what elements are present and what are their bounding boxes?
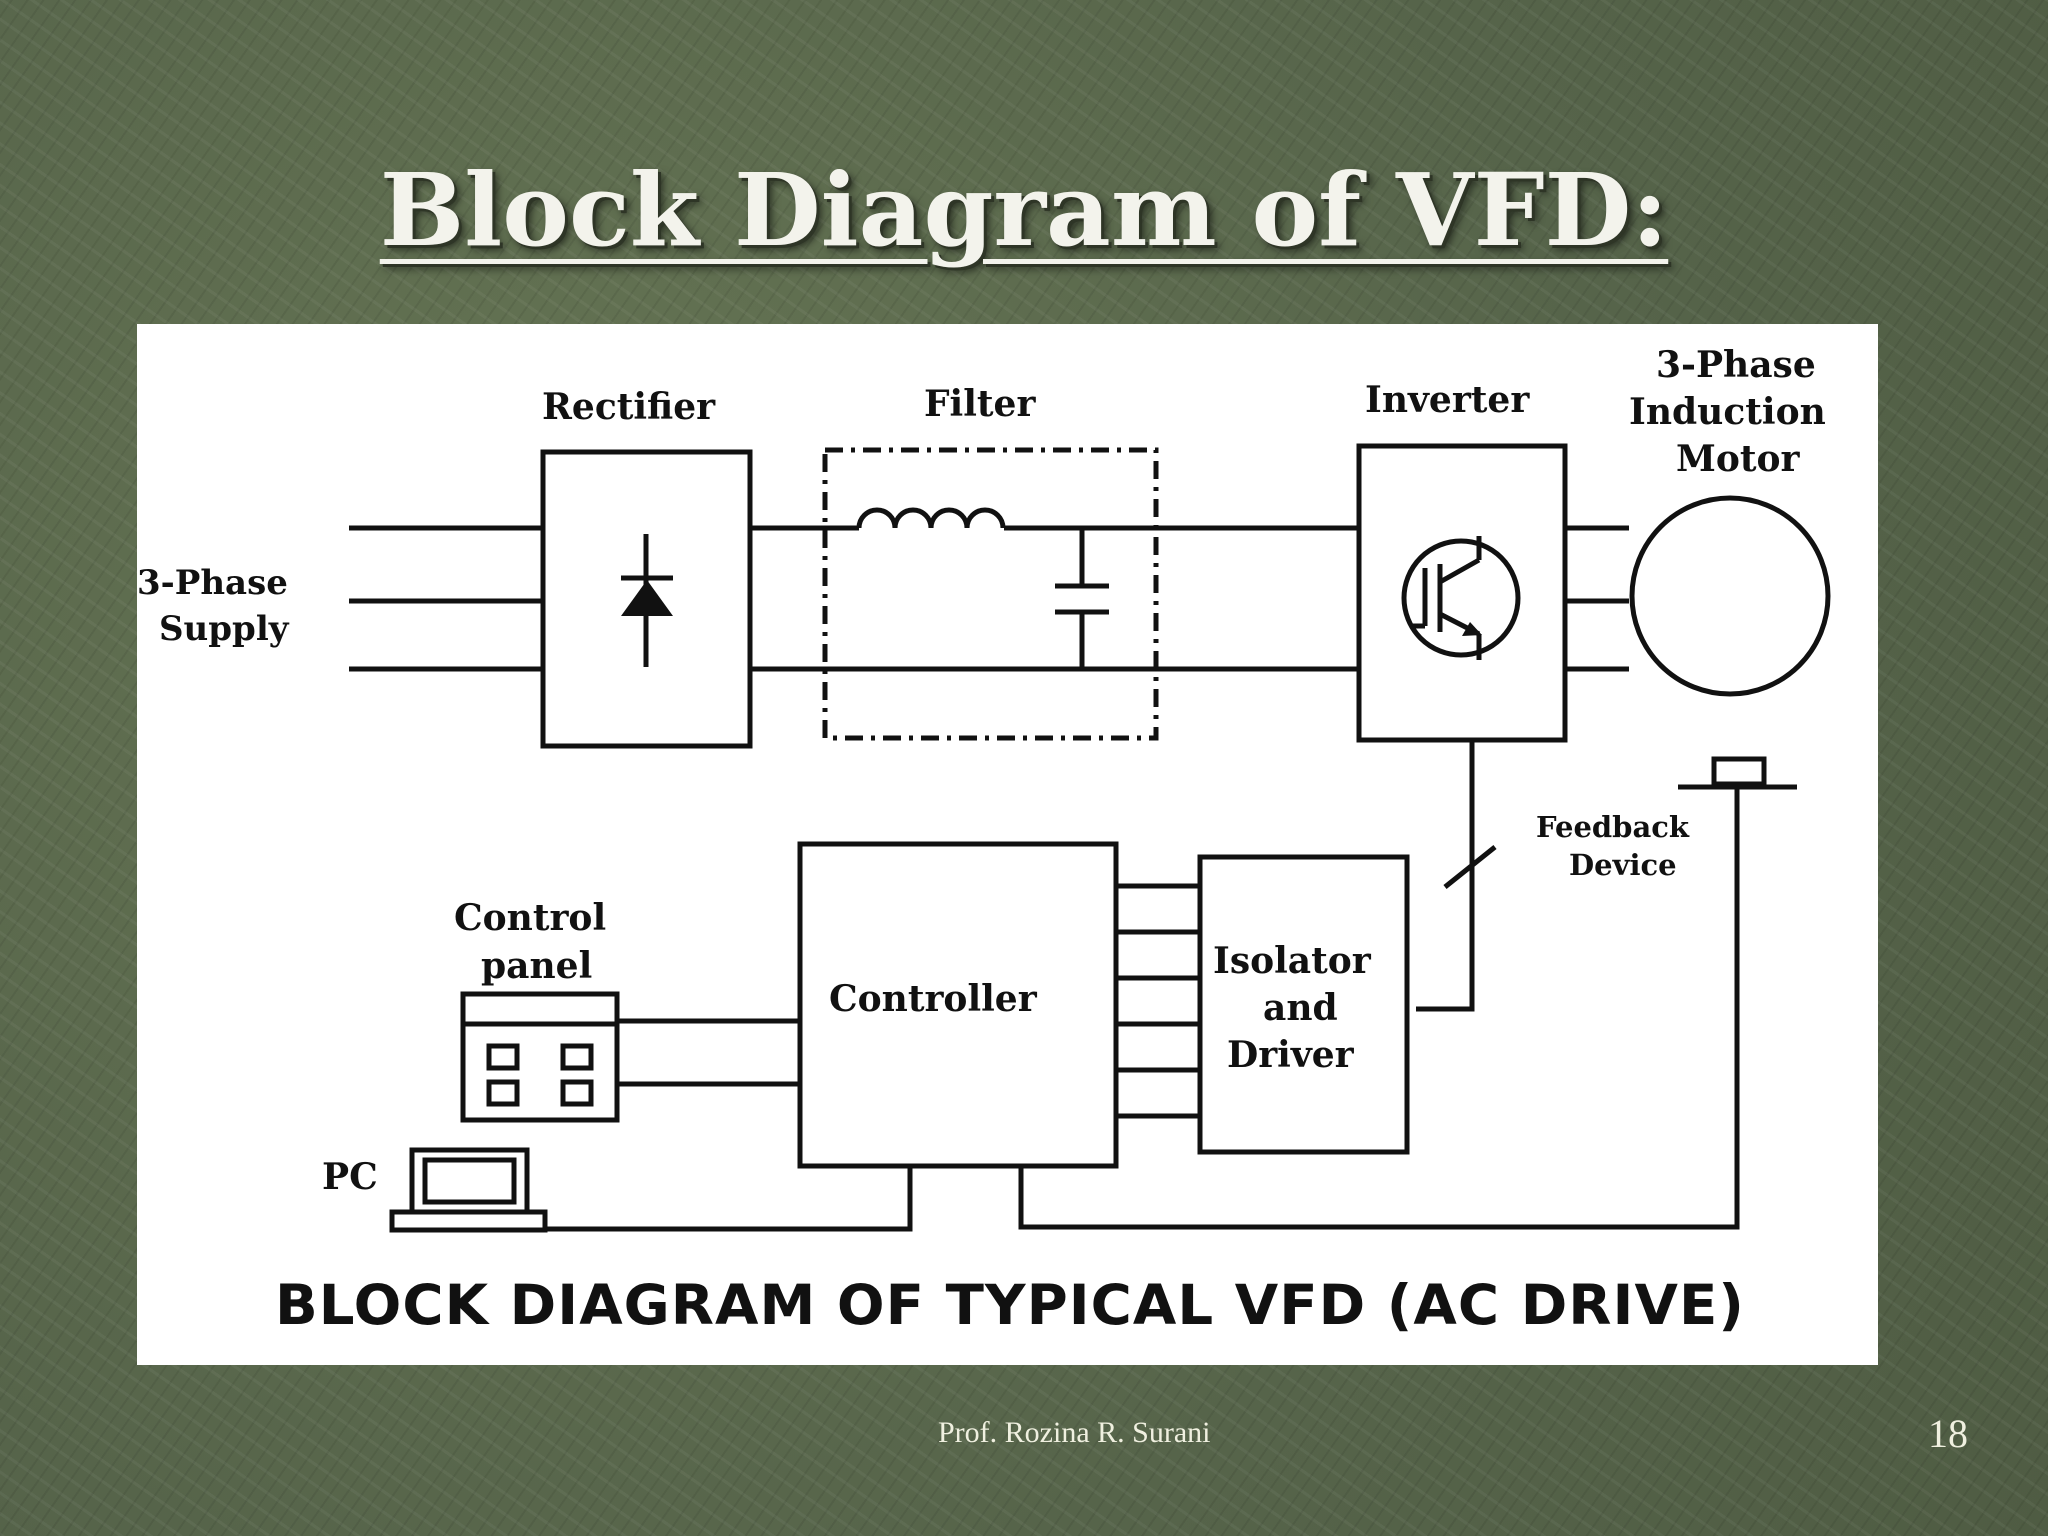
slide-title-text: Block Diagram of VFD: bbox=[379, 151, 1669, 269]
motor-lines bbox=[1565, 525, 1629, 672]
gate-drive-line bbox=[1416, 740, 1475, 1012]
control-panel-label-line2: panel bbox=[481, 945, 592, 987]
filter-label: Filter bbox=[924, 383, 1036, 425]
slide-title: Block Diagram of VFD: bbox=[0, 160, 2048, 260]
control-panel-label-line1: Control bbox=[454, 897, 606, 939]
igbt-icon bbox=[1401, 536, 1521, 660]
filter-block bbox=[822, 447, 1159, 741]
pc-label: PC bbox=[322, 1156, 378, 1198]
supply-label-line2: Supply bbox=[159, 609, 290, 649]
feedback-label-line2: Device bbox=[1569, 848, 1677, 882]
supply-lines bbox=[349, 525, 543, 672]
rectifier-block bbox=[540, 449, 753, 749]
motor-label-line1: 3-Phase bbox=[1656, 344, 1816, 386]
pc-icon bbox=[389, 1147, 548, 1233]
isolator-label-line3: Driver bbox=[1227, 1034, 1355, 1076]
supply-label-line1: 3-Phase bbox=[137, 563, 288, 603]
bus-slash bbox=[1443, 845, 1497, 889]
diode-icon bbox=[621, 534, 673, 667]
feedback-label-line1: Feedback bbox=[1536, 810, 1690, 844]
inductor-icon bbox=[856, 507, 1006, 529]
motor-label-line3: Motor bbox=[1676, 438, 1801, 480]
isolator-label-line1: Isolator bbox=[1213, 940, 1372, 982]
isolator-driver-block bbox=[1197, 854, 1410, 1155]
vfd-block-diagram: 3-Phase Supply Rectifier Filter Inverter bbox=[137, 344, 1831, 1337]
controller-label: Controller bbox=[829, 978, 1038, 1020]
induction-motor bbox=[1629, 495, 1831, 697]
dc-bus bbox=[750, 525, 1359, 672]
motor-label-line2: Induction bbox=[1629, 391, 1826, 433]
feedback-line bbox=[1018, 787, 1740, 1230]
diagram-panel: 3-Phase Supply Rectifier Filter Inverter bbox=[137, 324, 1878, 1365]
inverter-label: Inverter bbox=[1365, 379, 1530, 421]
controller-block bbox=[797, 841, 1119, 1169]
control-panel-icon bbox=[460, 991, 620, 1123]
controller-isolator-bus bbox=[1116, 883, 1200, 1119]
isolator-label-line2: and bbox=[1263, 987, 1338, 1029]
rectifier-label: Rectifier bbox=[542, 386, 716, 428]
page-number: 18 bbox=[1928, 1411, 1968, 1456]
panel-controller-lines bbox=[617, 1018, 800, 1087]
footer-author: Prof. Rozina R. Surani bbox=[938, 1416, 1211, 1449]
diagram-caption: BLOCK DIAGRAM OF TYPICAL VFD (AC DRIVE) bbox=[275, 1273, 1745, 1337]
inverter-block bbox=[1356, 443, 1568, 743]
feedback-device bbox=[1678, 756, 1797, 790]
capacitor-icon bbox=[1055, 528, 1109, 669]
pc-controller-line bbox=[545, 1166, 913, 1232]
